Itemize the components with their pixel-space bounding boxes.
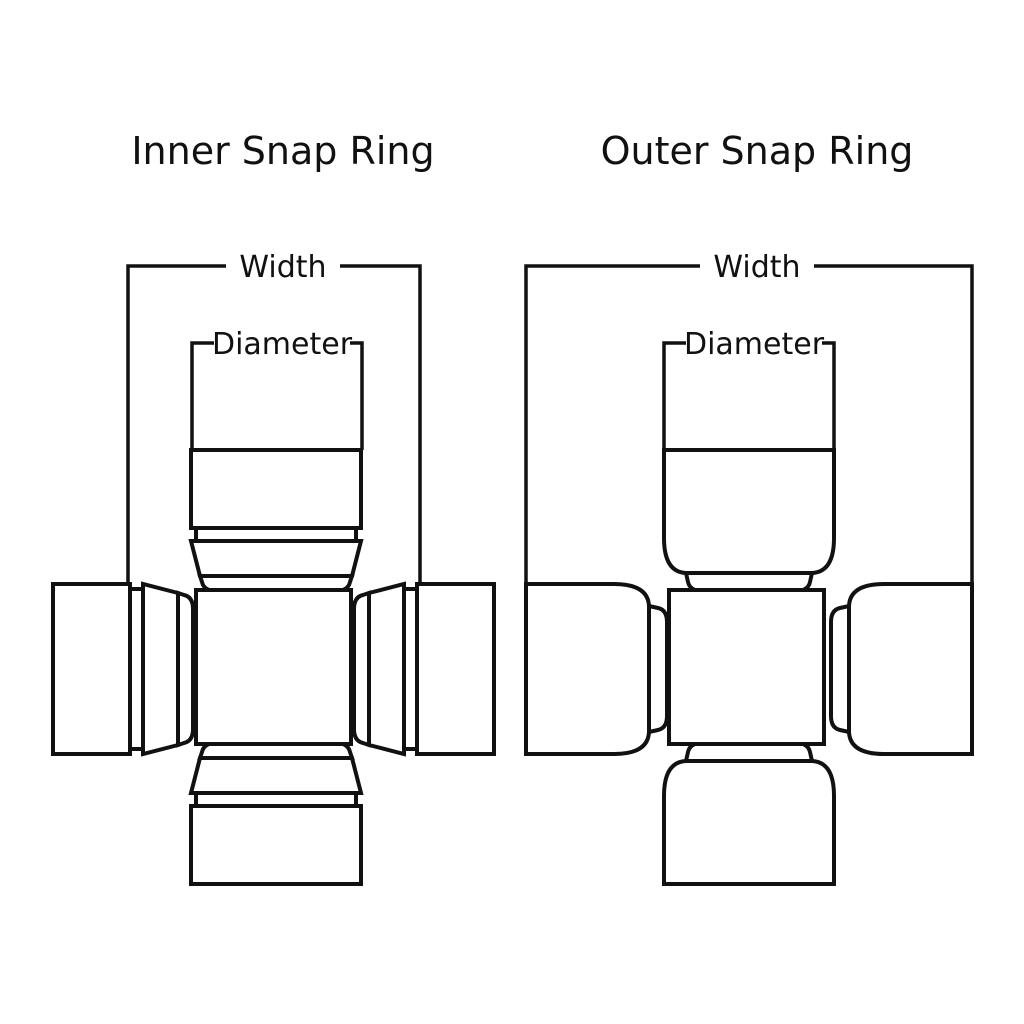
bearing-cap-right-outer bbox=[829, 582, 974, 756]
cap-seal-shoulder-left-outer bbox=[647, 603, 669, 735]
panel-title-inner: Inner Snap Ring bbox=[131, 129, 434, 173]
bearing-cap-top-inner bbox=[188, 448, 364, 593]
bearing-cap-top-outer bbox=[662, 448, 836, 593]
panel-inner-snap-ring: Inner Snap Ring Width Diameter bbox=[51, 129, 496, 886]
width-bracket-left-outer bbox=[524, 264, 700, 584]
diameter-bracket-left-outer bbox=[662, 341, 686, 450]
cap-barrel-bottom-inner bbox=[189, 804, 363, 886]
dimension-width-inner: Width bbox=[126, 250, 422, 584]
cap-seal-shoulder-left-inner bbox=[176, 590, 195, 748]
dimension-diameter-outer: Diameter bbox=[662, 327, 836, 450]
cap-seal-shoulder-right-outer bbox=[829, 603, 851, 735]
cross-body-inner bbox=[194, 588, 353, 746]
cap-flare-top-inner bbox=[188, 539, 364, 578]
bearing-cap-bottom-inner bbox=[188, 741, 364, 886]
panel-title-outer: Outer Snap Ring bbox=[601, 129, 914, 173]
cap-flare-bottom-inner bbox=[188, 756, 364, 795]
dimension-diameter-inner: Diameter bbox=[190, 327, 364, 450]
diameter-label-outer: Diameter bbox=[684, 327, 825, 362]
bearing-cap-left-inner bbox=[51, 581, 195, 757]
cross-body-outer bbox=[667, 588, 826, 746]
cap-barrel-top-outer bbox=[662, 448, 836, 575]
cap-barrel-left-inner bbox=[51, 582, 132, 756]
cap-flare-right-inner bbox=[367, 581, 406, 757]
width-label-inner: Width bbox=[239, 250, 326, 285]
cap-barrel-right-inner bbox=[415, 582, 496, 756]
diameter-bracket-right-inner bbox=[350, 341, 364, 450]
cap-flare-left-inner bbox=[141, 581, 180, 757]
cap-barrel-left-outer bbox=[524, 582, 651, 756]
bearing-cap-left-outer bbox=[524, 582, 669, 756]
panel-outer-snap-ring: Outer Snap Ring Width Diameter bbox=[524, 129, 974, 886]
cap-barrel-bottom-outer bbox=[662, 759, 836, 886]
cap-barrel-right-outer bbox=[847, 582, 974, 756]
diameter-label-inner: Diameter bbox=[212, 327, 353, 362]
dimension-width-outer: Width bbox=[524, 250, 974, 584]
width-bracket-right-inner bbox=[340, 264, 422, 584]
cap-seal-shoulder-right-inner bbox=[352, 590, 371, 748]
bearing-cap-right-inner bbox=[352, 581, 496, 757]
diameter-bracket-left-inner bbox=[190, 341, 214, 450]
width-label-outer: Width bbox=[713, 250, 800, 285]
width-bracket-right-outer bbox=[814, 264, 974, 584]
width-bracket-left-inner bbox=[126, 264, 226, 584]
bearing-cap-bottom-outer bbox=[662, 741, 836, 886]
diameter-bracket-right-outer bbox=[822, 341, 836, 450]
cap-barrel-top-inner bbox=[189, 448, 363, 530]
